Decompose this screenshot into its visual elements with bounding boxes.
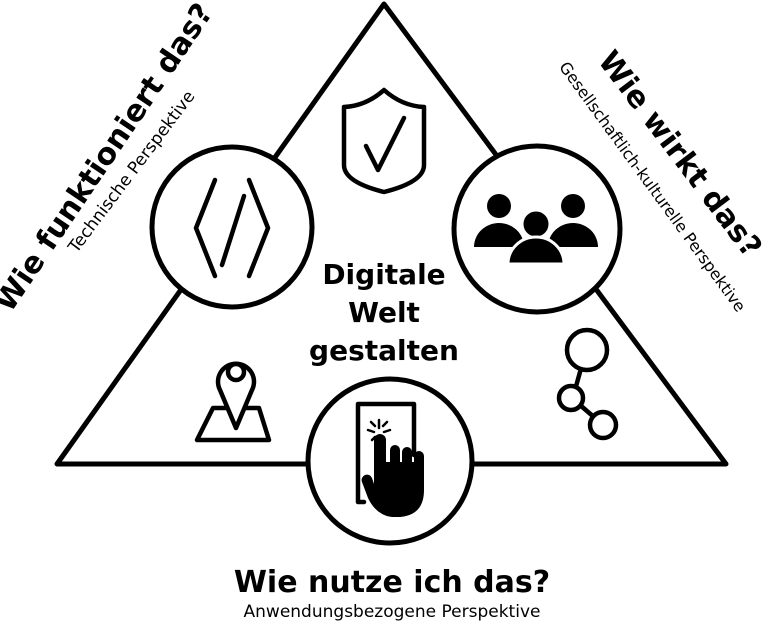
center-title-line1: Digitale (322, 258, 445, 291)
touch-circle (305, 376, 475, 546)
bottom-title: Wie nutze ich das? (234, 565, 550, 600)
code-circle (149, 144, 315, 310)
bottom-subtitle: Anwendungsbezogene Perspektive (244, 602, 541, 622)
people-group-icon (474, 194, 598, 266)
center-title-line3: gestalten (309, 334, 459, 367)
touch-screen-icon (355, 401, 424, 517)
code-icon (193, 177, 271, 279)
map-pin-icon (194, 361, 272, 443)
shield-check-icon (341, 87, 427, 195)
people-circle (451, 143, 623, 315)
nodes-network-icon (556, 327, 619, 441)
center-title-line2: Welt (348, 296, 420, 329)
